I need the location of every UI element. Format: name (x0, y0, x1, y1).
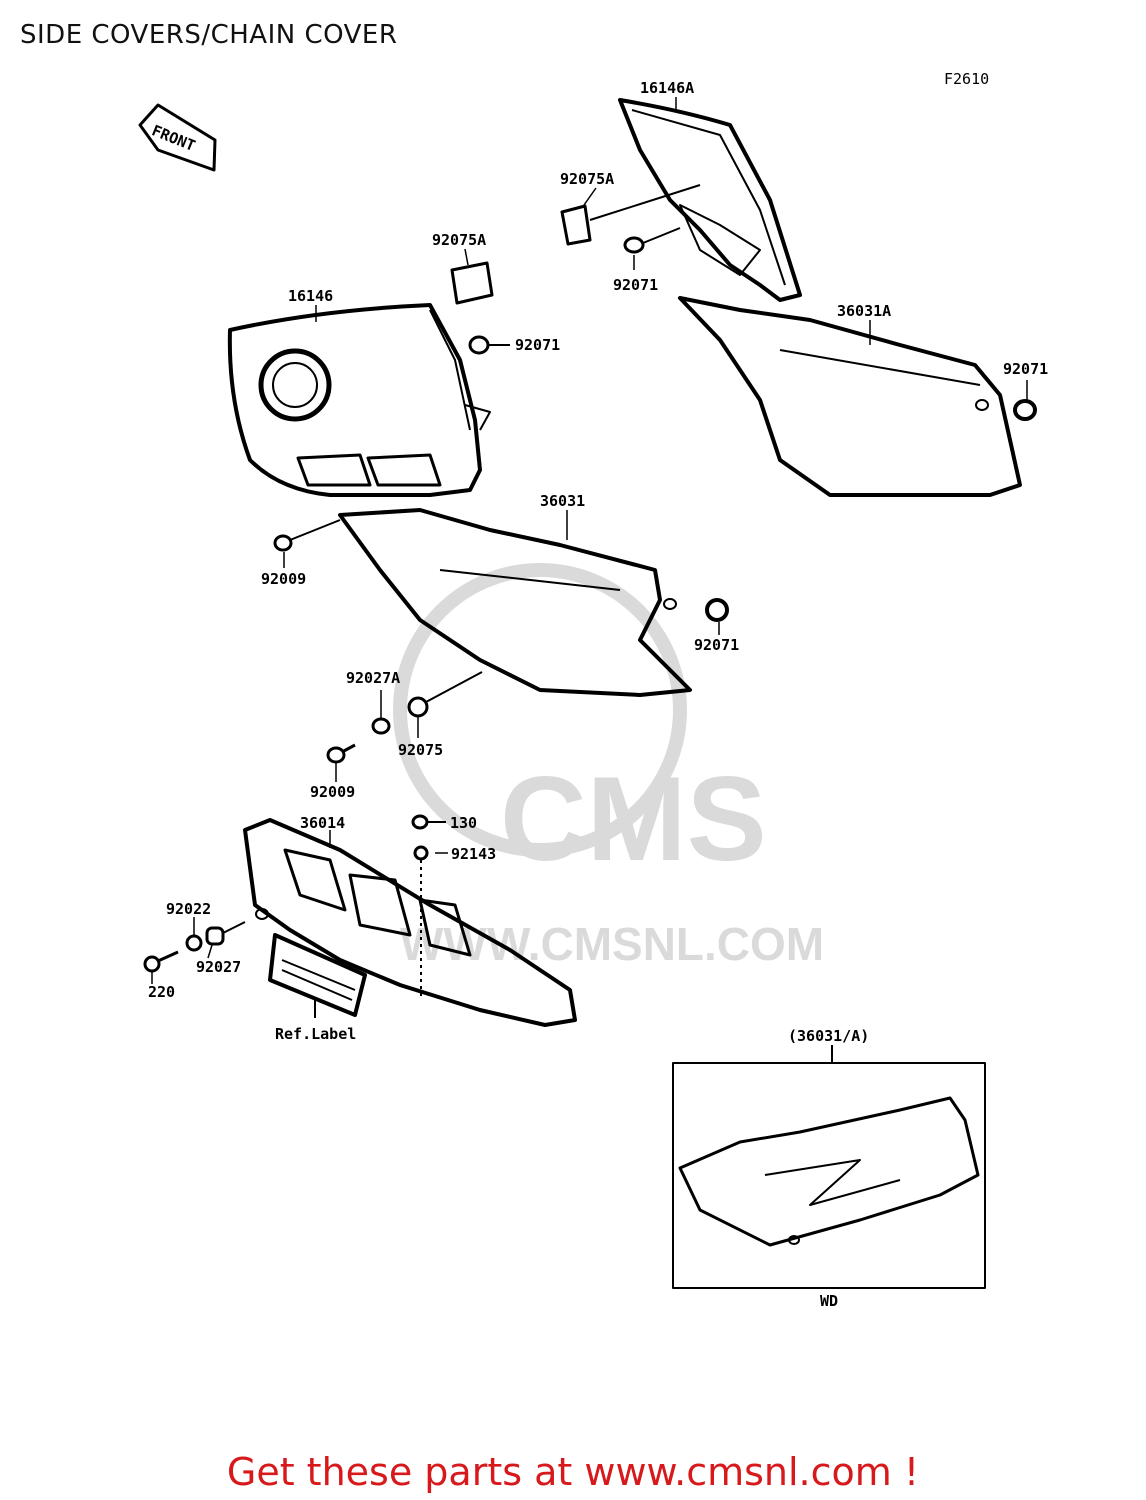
label-92027A: 92027A (346, 669, 400, 687)
bolt-220 (143, 950, 179, 973)
collar-92143 (413, 845, 429, 1000)
grommet-92075 (407, 671, 483, 718)
grommet-92071-right (1013, 399, 1037, 421)
pad-92075A-left (450, 261, 494, 305)
side-cover-16146A (618, 98, 802, 302)
label-92071-left: 92071 (515, 336, 560, 354)
bolt-92009-lower (326, 743, 356, 764)
label-92071-right: 92071 (1003, 360, 1048, 378)
label-36031: 36031 (540, 492, 585, 510)
side-cover-16146 (227, 303, 491, 497)
label-inset-title: (36031/A) (788, 1027, 869, 1045)
cms-watermark: CMS WWW.CMSNL.COM (393, 563, 824, 970)
label-inset-variant: WD (820, 1292, 838, 1310)
figure-reference: F2610 (944, 70, 990, 88)
washer-92027A (371, 717, 391, 735)
side-cover-36031A (678, 296, 1022, 497)
label-16146: 16146 (288, 287, 333, 305)
inset-box-36031A (672, 1045, 986, 1289)
collar-92027 (205, 921, 246, 946)
front-arrow-icon: FRONT (138, 103, 217, 172)
grommet-92071-left (468, 335, 510, 355)
label-92071-upper: 92071 (613, 276, 658, 294)
ref-label-plate (268, 933, 367, 1018)
side-cover-36031 (338, 508, 692, 697)
label-92075A-upper: 92075A (560, 170, 614, 188)
cmsnl-link[interactable]: Get these parts at www.cmsnl.com ! (226, 1450, 920, 1494)
label-92022: 92022 (166, 900, 211, 918)
bolt-92009-upper (273, 519, 341, 552)
label-92009-lower: 92009 (310, 783, 355, 801)
bolt-130 (411, 814, 446, 830)
pad-92075A-upper (560, 204, 592, 246)
label-92143: 92143 (451, 845, 496, 863)
grommet-92071-mid (705, 598, 729, 622)
label-92027: 92027 (196, 958, 241, 976)
chain-cover-36014 (243, 818, 577, 1027)
watermark-brand: CMS (500, 752, 767, 886)
grommet-92071-upper (623, 227, 681, 254)
washer-92022 (185, 934, 203, 952)
label-92075: 92075 (398, 741, 443, 759)
label-130: 130 (450, 814, 477, 832)
page-title: SIDE COVERS/CHAIN COVER (20, 20, 398, 50)
label-36031A: 36031A (837, 302, 891, 320)
label-92009-upper: 92009 (261, 570, 306, 588)
label-92071-mid: 92071 (694, 636, 739, 654)
label-ref-label: Ref.Label (275, 1025, 356, 1043)
exploded-parts-diagram: FRONT (138, 79, 1048, 1310)
label-220: 220 (148, 983, 175, 1001)
label-92075A-left: 92075A (432, 231, 486, 249)
label-36014: 36014 (300, 814, 345, 832)
label-16146A: 16146A (640, 79, 694, 97)
